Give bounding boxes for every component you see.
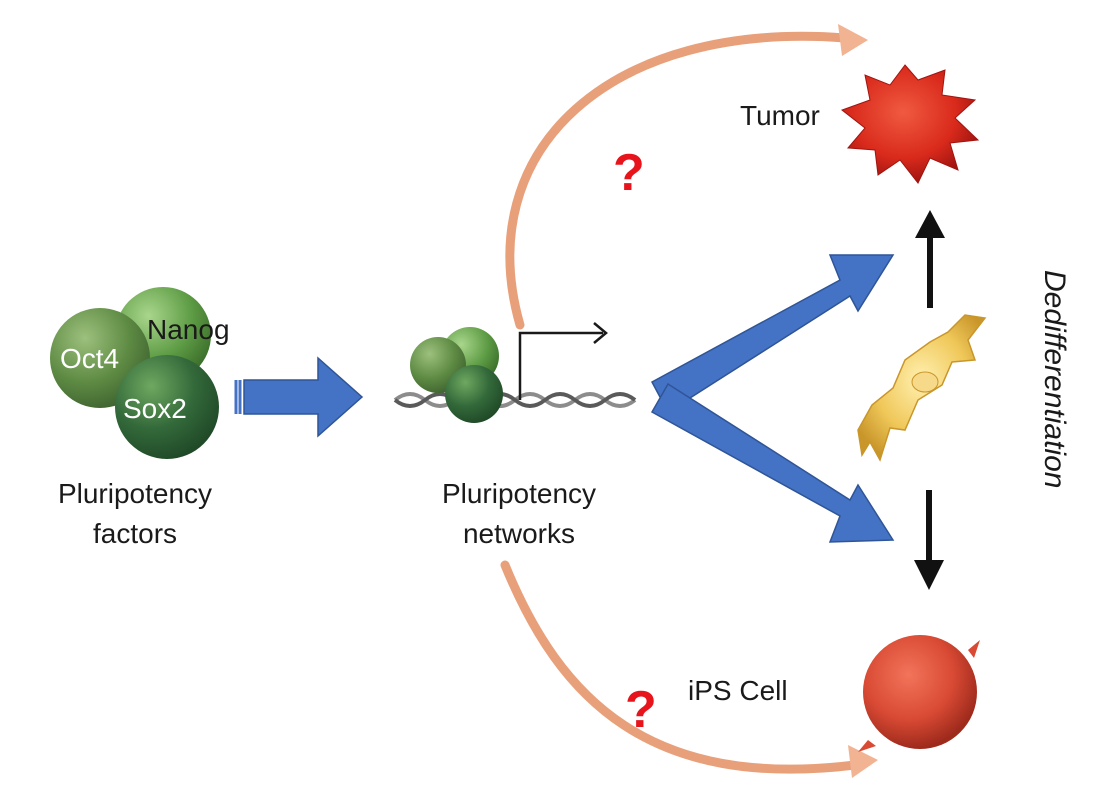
nanog-label: Nanog — [147, 314, 230, 345]
upper-curved-arrow — [505, 31, 850, 330]
arrow-to-ips — [650, 382, 895, 543]
ips-label: iPS Cell — [688, 675, 788, 706]
lower-curved-arrowhead — [848, 745, 878, 778]
lower-question-mark: ? — [625, 681, 657, 739]
factors-caption-line1: Pluripotency — [58, 478, 212, 509]
somatic-cell-nucleus — [911, 371, 939, 393]
ips-cell-icon — [858, 635, 980, 752]
arrow-up-to-tumor — [915, 210, 945, 308]
upper-question-mark: ? — [613, 144, 645, 202]
oct4-label: Oct4 — [60, 343, 119, 374]
networks-caption-line2: networks — [463, 518, 575, 549]
factors-caption-line2: factors — [93, 518, 177, 549]
dna-helix-icon — [393, 392, 637, 408]
factors-to-networks-arrow — [234, 356, 364, 438]
transcription-start-arrow-icon — [518, 322, 608, 400]
arrow-down-to-ips — [914, 490, 944, 590]
tumor-cell-icon — [840, 64, 980, 184]
networks-caption-line1: Pluripotency — [442, 478, 596, 509]
upper-curved-arrowhead — [838, 24, 868, 56]
network-factor-sphere-dark — [445, 365, 503, 423]
dedifferentiation-label: Dedifferentiation — [1038, 270, 1071, 488]
sox2-sphere — [115, 355, 219, 459]
arrow-to-tumor — [650, 254, 895, 414]
sox2-label: Sox2 — [123, 393, 187, 424]
tumor-label: Tumor — [740, 100, 820, 131]
lower-curved-arrow — [500, 560, 860, 774]
